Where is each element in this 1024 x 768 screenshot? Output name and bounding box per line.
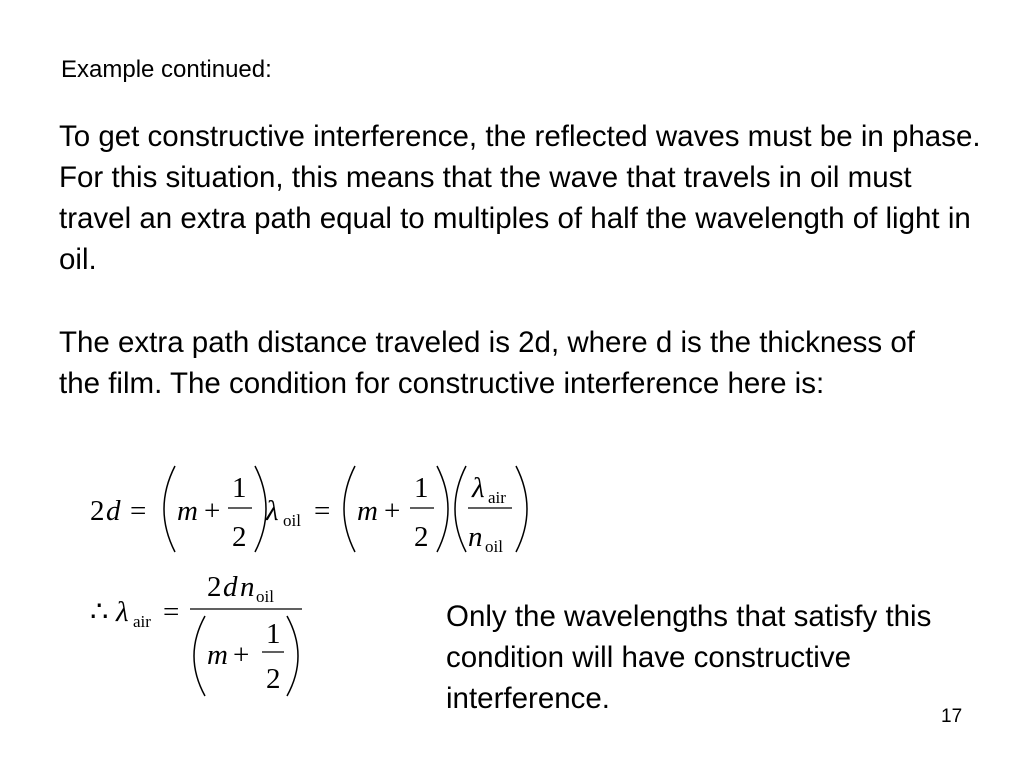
eq1-left-paren-3 [454,465,467,553]
eq2-lambda: λ [115,596,129,628]
eq2-sub-air: air [133,612,151,631]
eq2-right-paren [286,615,299,697]
page-number: 17 [941,706,963,727]
eq1-n: n [468,521,483,553]
eq2-num-d: d [223,571,238,603]
eq1-num-1: 1 [232,472,247,504]
note-wavelengths: Only the wavelengths that satisfy this c… [446,600,932,715]
paragraph-constructive-phase: To get constructive interference, the re… [59,120,981,276]
equation-wavelength-solution: ∴ λ air = 2 d n oil m + 1 2 [90,571,302,697]
eq1-equals-1: = [130,495,146,527]
eq2-two: 2 [266,663,281,695]
eq1-lambda-1: λ [265,495,279,527]
eq1-right-paren-2 [436,465,449,553]
eq1-plus-2: + [384,495,400,527]
eq1-lambda-2: λ [471,472,485,504]
paragraph-extra-path: The extra path distance traveled is 2d, … [59,326,915,400]
eq2-sub-oil: oil [256,587,274,606]
eq1-den-2: 2 [414,521,429,553]
eq1-sub-oil-1: oil [283,511,301,530]
eq1-den-1: 2 [232,521,247,553]
eq2-num-two: 2 [207,571,222,603]
eq1-m-1: m [177,495,198,527]
eq1-sub-air: air [488,488,506,507]
eq2-plus: + [233,639,249,671]
eq1-right-paren-1 [254,465,267,553]
eq2-therefore: ∴ [90,596,108,628]
equation-constructive-condition: 2 d = m + 1 2 λ oil = m + 1 2 λ air n [90,465,528,556]
eq1-left-paren-1 [163,465,176,553]
eq2-equals: = [163,596,179,628]
eq1-equals-2: = [314,495,330,527]
eq2-left-paren [193,615,206,697]
eq2-one: 1 [266,618,281,650]
eq1-sub-oil-2: oil [485,537,503,556]
eq1-d: d [106,495,121,527]
slide-heading: Example continued: [61,56,272,83]
eq1-left-paren-2 [343,465,356,553]
eq2-m: m [207,639,228,671]
eq1-m-2: m [357,495,378,527]
eq1-plus-1: + [204,495,220,527]
eq1-num-2: 1 [414,472,429,504]
eq1-right-paren-3 [515,465,528,553]
eq1-two: 2 [90,495,105,527]
eq2-num-n: n [240,571,255,603]
